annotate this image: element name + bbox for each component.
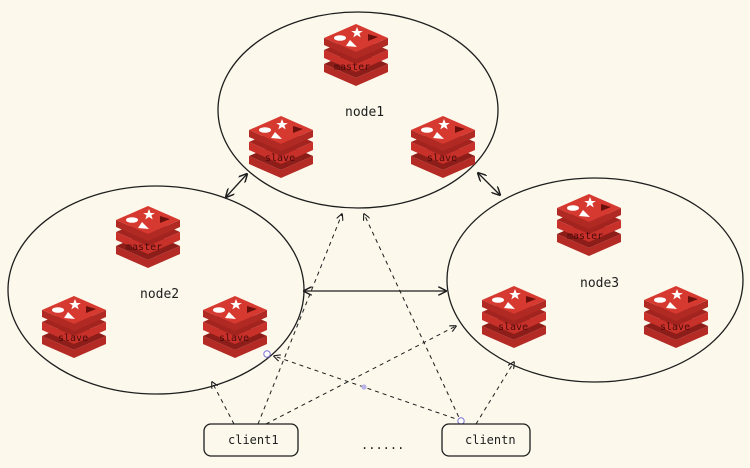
connector-dot: [361, 384, 367, 390]
clientn-to-node3-arrow: [475, 362, 514, 425]
client1-to-node3-arrow: [265, 326, 456, 425]
node2-slave-left-redis-icon: [42, 296, 106, 358]
node2-master-redis-icon: [116, 206, 180, 268]
connector-dot: [457, 417, 465, 425]
node3-master-label: master: [567, 231, 603, 242]
node2-slave-right-redis-icon: [203, 296, 267, 358]
clientn-to-node2-arrow: [274, 356, 463, 422]
node2-slave-right-label: slave: [219, 333, 249, 344]
node3-slave-left-label: slave: [498, 322, 528, 333]
node1-master-label: master: [334, 62, 370, 73]
client1-box[interactable]: [203, 423, 299, 457]
node1-slave-left-redis-icon: [249, 116, 313, 178]
node2-slave-left-label: slave: [58, 333, 88, 344]
arrow-node1-node2: [226, 174, 247, 197]
node2-master-label: master: [126, 242, 162, 253]
client1-to-node2-arrow: [212, 382, 235, 425]
node1-label: node1: [345, 105, 384, 120]
clientn-box[interactable]: [441, 423, 531, 457]
node2-label: node2: [140, 287, 179, 302]
node1-slave-right-redis-icon: [411, 116, 475, 178]
node1-slave-right-label: slave: [427, 153, 457, 164]
node3-slave-right-redis-icon: [644, 286, 708, 348]
clientn-label: clientn: [465, 433, 516, 447]
clientn-to-node1-arrow: [364, 214, 463, 425]
connector-dot: [263, 350, 271, 358]
node1-ellipse: [217, 11, 499, 209]
clients-ellipsis: ......: [361, 438, 404, 452]
node3-slave-right-label: slave: [660, 322, 690, 333]
node1-slave-left-label: slave: [265, 153, 295, 164]
node3-ellipse: [446, 177, 744, 383]
node3-master-redis-icon: [557, 194, 621, 256]
client-connections: [212, 214, 514, 425]
client1-label: client1: [228, 433, 279, 447]
node3-label: node3: [580, 276, 619, 291]
node1-master-redis-icon: [324, 24, 388, 86]
client1-to-node1-arrow: [257, 214, 342, 425]
node3-slave-left-redis-icon: [482, 286, 546, 348]
arrow-node1-node3: [478, 173, 500, 195]
